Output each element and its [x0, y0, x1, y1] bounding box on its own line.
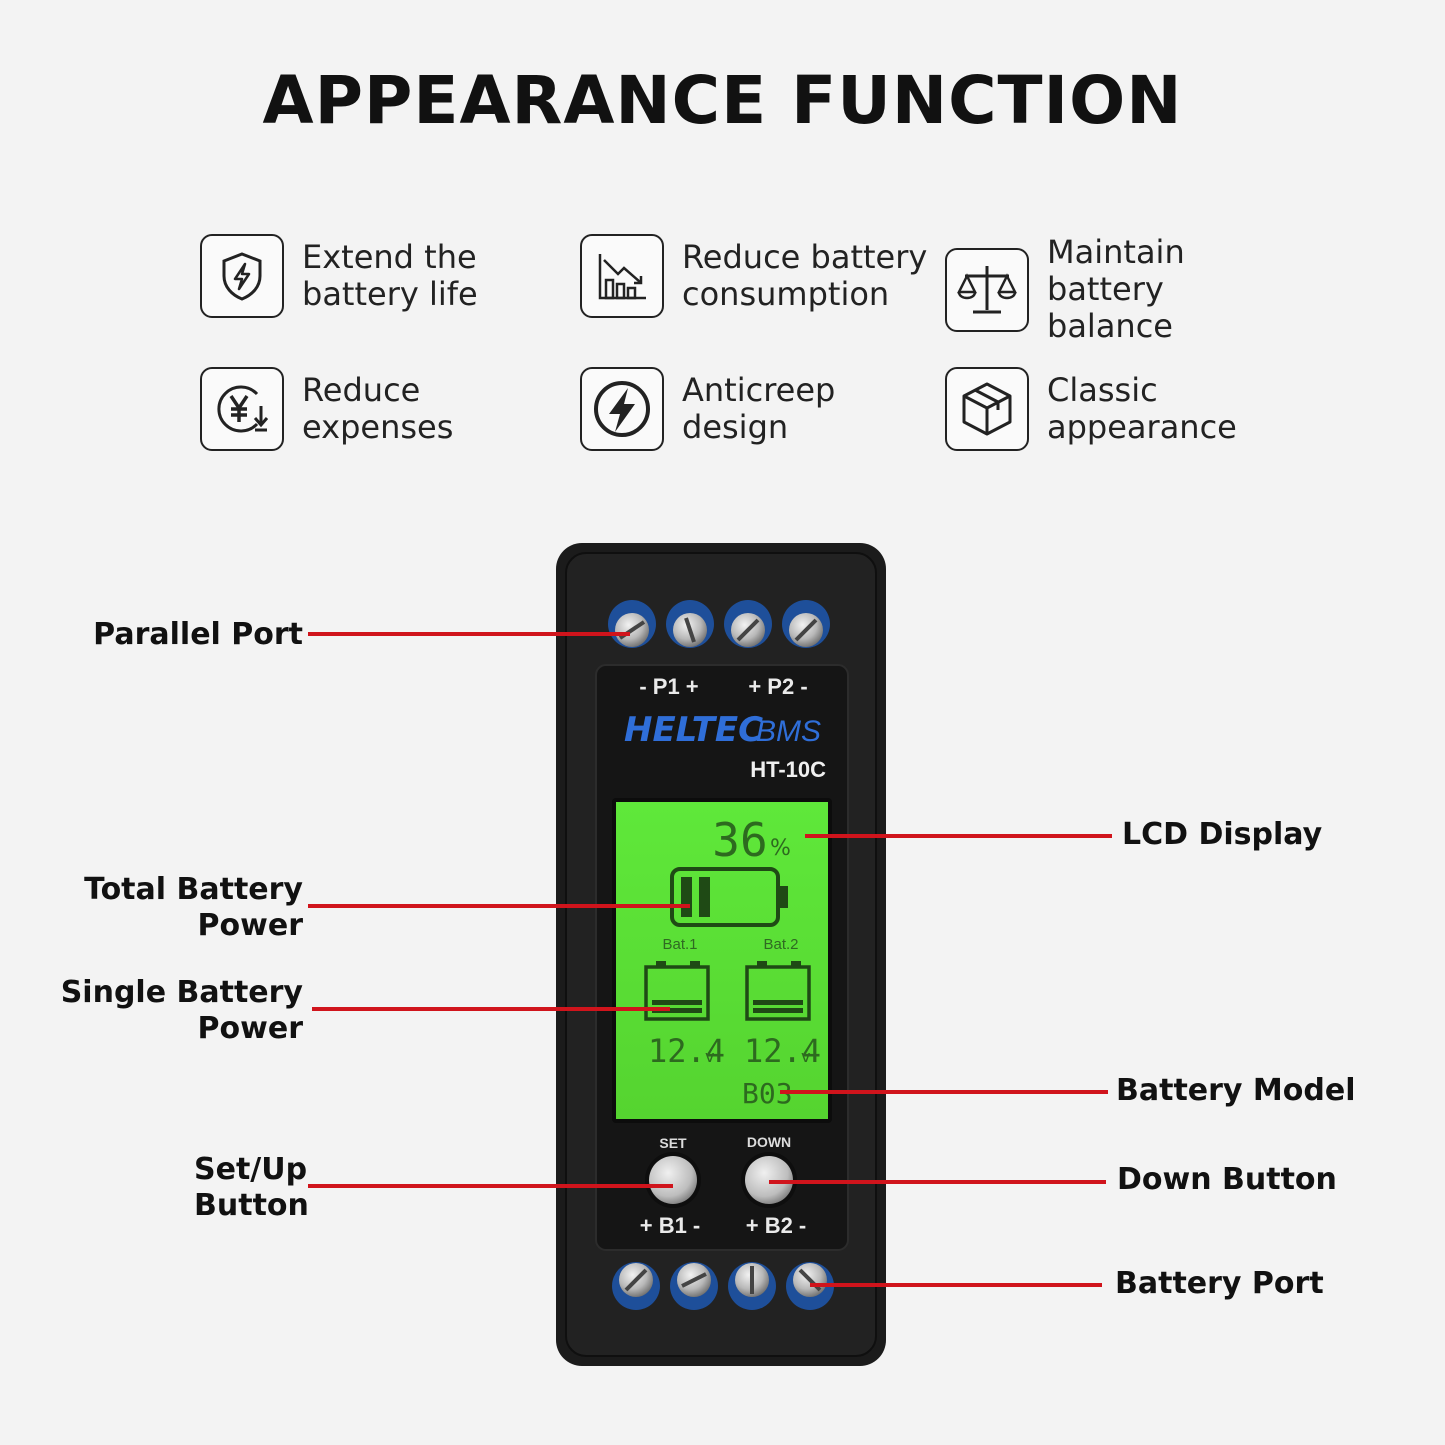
callout-total-battery-power: Total Battery Power	[84, 872, 303, 944]
feature-line1: Reduce battery	[682, 238, 928, 276]
port-p1-label: - P1 +	[639, 674, 698, 699]
port-b1-label: + B1 -	[640, 1213, 701, 1238]
feature-line1: Maintain battery	[1047, 233, 1185, 308]
callout-line: Button	[194, 1188, 309, 1223]
feature-line2: consumption	[682, 275, 890, 313]
yen-down-icon	[217, 385, 269, 433]
feature-classic-appearance: Classic appearance	[945, 367, 1307, 451]
lcd-screen	[616, 802, 828, 1119]
lcd-bat2-unit: v	[801, 1047, 810, 1066]
callout-battery-model: Battery Model	[1116, 1073, 1356, 1108]
lightning-circle-icon	[594, 381, 650, 437]
feature-maintain-balance: Maintain battery balance	[945, 234, 1307, 345]
set-up-button[interactable]	[645, 1152, 701, 1208]
feature-reduce-consumption: Reduce battery consumption	[580, 234, 942, 318]
page-title: APPEARANCE FUNCTION	[262, 62, 1183, 139]
model-label: HT-10C	[750, 757, 826, 782]
lcd-bat1-label: Bat.1	[662, 936, 697, 953]
callout-line: Set/Up	[194, 1152, 308, 1187]
declining-chart-icon	[598, 254, 646, 300]
set-button-label: SET	[659, 1135, 687, 1151]
lcd-bat2-voltage: 12.4	[744, 1032, 821, 1070]
port-b2-label: + B2 -	[746, 1213, 807, 1238]
callout-battery-port: Battery Port	[1115, 1266, 1324, 1301]
lcd-percent: 36	[712, 813, 767, 867]
down-button-label: DOWN	[747, 1134, 791, 1150]
lcd-bat1-voltage: 12.4	[648, 1032, 725, 1070]
leader-lines	[308, 632, 1112, 1287]
port-p2-label: + P2 -	[748, 674, 807, 699]
lcd-bat1-unit: v	[705, 1047, 714, 1066]
shield-lightning-icon	[222, 252, 262, 301]
callout-line: Total Battery	[84, 872, 303, 907]
brand-suffix: BMS	[756, 715, 821, 748]
feature-line2: appearance	[1047, 408, 1237, 446]
callout-set-up-button: Set/Up Button	[194, 1152, 309, 1224]
callout-lcd-display: LCD Display	[1122, 817, 1323, 852]
lcd-percent-sign: %	[770, 836, 791, 861]
callout-line: Single Battery	[60, 975, 303, 1010]
bat2-icon	[745, 961, 811, 1021]
callout-parallel-port: Parallel Port	[93, 617, 303, 652]
feature-line2: balance	[1047, 307, 1173, 345]
total-battery-icon	[670, 867, 788, 927]
lcd-bat2-label: Bat.2	[763, 936, 798, 953]
feature-line2: expenses	[302, 408, 454, 446]
feature-line1: Anticreep	[682, 371, 836, 409]
callout-line: Power	[197, 1011, 303, 1046]
feature-reduce-expenses: Reduce expenses	[200, 367, 562, 451]
feature-line1: Classic	[1047, 371, 1158, 409]
feature-line1: Extend the	[302, 238, 477, 276]
feature-anticreep-design: Anticreep design	[580, 367, 942, 451]
feature-line2: battery life	[302, 275, 478, 313]
bat1-icon	[644, 961, 710, 1021]
feature-line1: Reduce	[302, 371, 421, 409]
cube-icon	[962, 382, 1012, 436]
callout-single-battery-power: Single Battery Power	[61, 975, 303, 1047]
feature-line2: design	[682, 408, 789, 446]
balance-scale-icon	[956, 265, 1018, 313]
feature-extend-battery-life: Extend the battery life	[200, 234, 562, 318]
callout-line: Power	[197, 908, 303, 943]
battery-port-terminals	[612, 1262, 834, 1310]
callout-down-button: Down Button	[1117, 1162, 1337, 1197]
brand-logo: HELTEC	[624, 710, 763, 750]
